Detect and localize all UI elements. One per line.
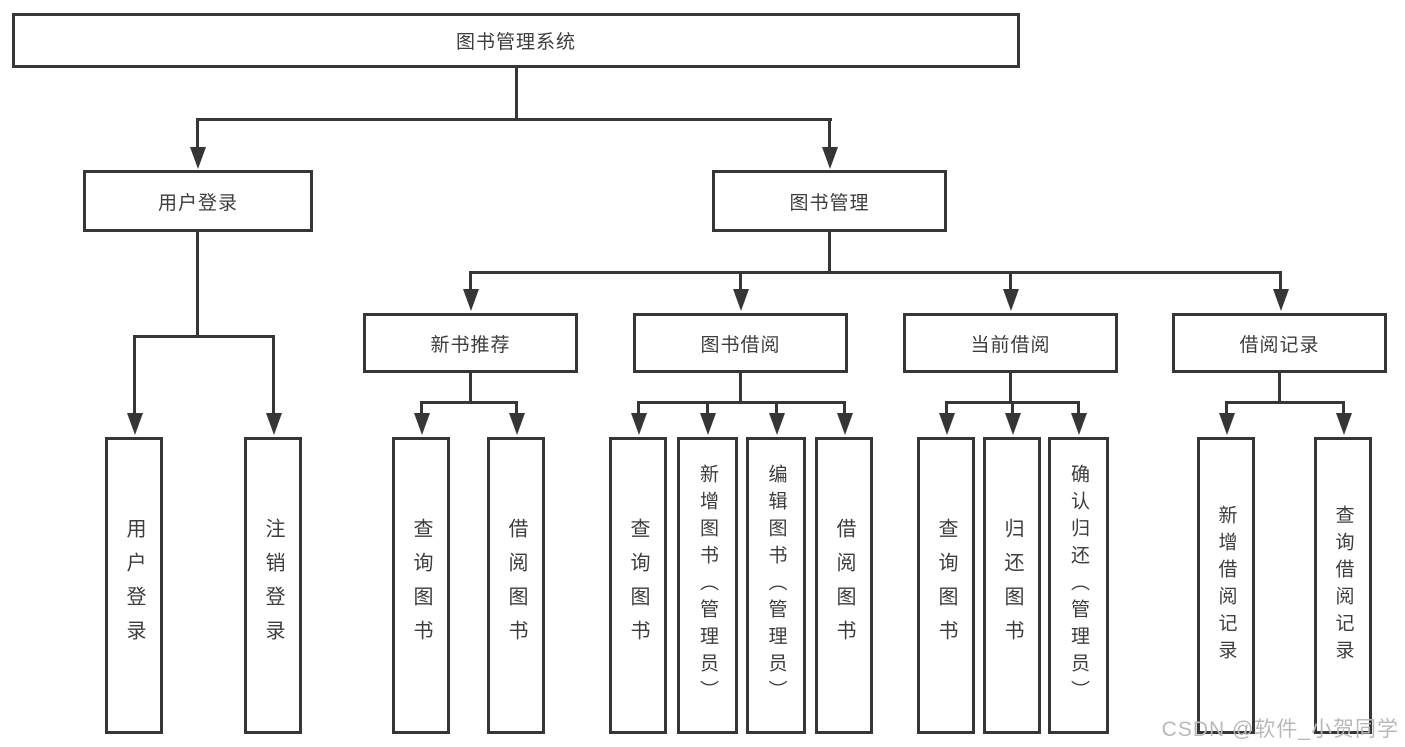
connector-line [828,118,831,150]
node-user-login: 用户登录 [83,170,313,232]
connector-line [1279,271,1282,291]
leaf-edit-books-admin: 编辑图书（管理员） [746,437,806,734]
arrow-down-icon [700,413,716,435]
arrow-down-icon [822,147,838,169]
connector-line [1225,401,1228,417]
connector-line [843,401,846,417]
leaf-label: 编辑图书（管理员） [765,464,787,707]
node-new-book-recommend: 新书推荐 [363,313,578,373]
arrow-down-icon [1219,413,1235,435]
leaf-add-borrow-record: 新增借阅记录 [1197,437,1255,734]
leaf-add-books-admin: 新增图书（管理员） [677,437,738,734]
connector-line [420,401,518,404]
arrow-down-icon [1273,289,1289,311]
connector-line [637,401,640,417]
leaf-label: 借阅图书 [505,517,527,654]
node-current-borrow: 当前借阅 [903,313,1118,373]
connector-line [1342,401,1345,417]
connector-line [196,232,199,338]
arrow-down-icon [939,413,955,435]
node-borrow-record: 借阅记录 [1172,313,1387,373]
csdn-watermark: CSDN @软件_小贺同学 [1161,718,1399,741]
leaf-query-books-borrow: 查询图书 [609,437,667,734]
arrow-down-icon [1336,413,1352,435]
node-label: 图书管理 [789,192,870,214]
connector-line [272,335,275,415]
arrow-down-icon [127,413,143,435]
leaf-label: 确认归还（管理员） [1068,464,1089,707]
connector-line [196,118,832,121]
leaf-label: 查询借阅记录 [1332,504,1354,667]
leaf-user-login: 用户登录 [105,437,163,734]
connector-line [1011,401,1014,417]
node-label: 图书管理系统 [455,32,576,53]
connector-line [1225,401,1345,404]
leaf-query-books-recommend: 查询图书 [392,437,450,734]
leaf-label: 注销登录 [262,517,284,654]
connector-line [706,401,709,417]
leaf-return-books: 归还图书 [983,437,1041,734]
connector-line [196,118,199,150]
arrow-down-icon [414,413,430,435]
connector-line [775,401,778,417]
connector-line [515,68,518,121]
leaf-query-books-current: 查询图书 [917,437,975,734]
node-library-management-system: 图书管理系统 [12,13,1020,68]
connector-line [469,373,472,403]
connector-line [1009,373,1012,403]
node-label: 新书推荐 [430,334,511,356]
arrow-down-icon [1003,289,1019,311]
leaf-label: 查询图书 [410,517,432,654]
leaf-label: 查询图书 [935,517,957,654]
node-label: 当前借阅 [970,334,1051,356]
leaf-label: 查询图书 [627,517,649,654]
connector-line [469,271,472,291]
connector-line [1278,373,1281,403]
connector-line [469,271,1282,274]
arrow-down-icon [266,413,282,435]
arrow-down-icon [631,413,647,435]
connector-line [945,401,948,417]
leaf-label: 用户登录 [123,517,145,654]
leaf-label: 借阅图书 [833,517,855,654]
node-label: 图书借阅 [700,334,781,356]
connector-line [1077,401,1080,417]
leaf-label: 归还图书 [1001,517,1023,654]
arrow-down-icon [1071,413,1087,435]
arrow-down-icon [190,147,206,169]
connector-line [133,335,136,415]
node-label: 用户登录 [157,192,238,214]
node-book-management: 图书管理 [712,170,947,232]
leaf-borrow-books-recommend: 借阅图书 [487,437,545,734]
arrow-down-icon [837,413,853,435]
arrow-down-icon [463,289,479,311]
arrow-down-icon [769,413,785,435]
connector-line [828,232,831,274]
connector-line [637,401,846,404]
leaf-label: 新增图书（管理员） [697,464,718,707]
leaf-label: 新增借阅记录 [1215,504,1237,667]
leaf-borrow-books: 借阅图书 [815,437,873,734]
node-label: 借阅记录 [1239,334,1320,356]
connector-line [515,401,518,417]
connector-line [739,271,742,291]
arrow-down-icon [733,289,749,311]
leaf-query-borrow-record: 查询借阅记录 [1314,437,1372,734]
leaf-confirm-return-admin: 确认归还（管理员） [1048,437,1109,734]
leaf-logout: 注销登录 [244,437,302,734]
arrow-down-icon [509,413,525,435]
connector-line [739,373,742,403]
connector-line [420,401,423,417]
arrow-down-icon [1005,413,1021,435]
connector-line [1009,271,1012,291]
connector-line [133,335,275,338]
node-book-borrow: 图书借阅 [633,313,848,373]
